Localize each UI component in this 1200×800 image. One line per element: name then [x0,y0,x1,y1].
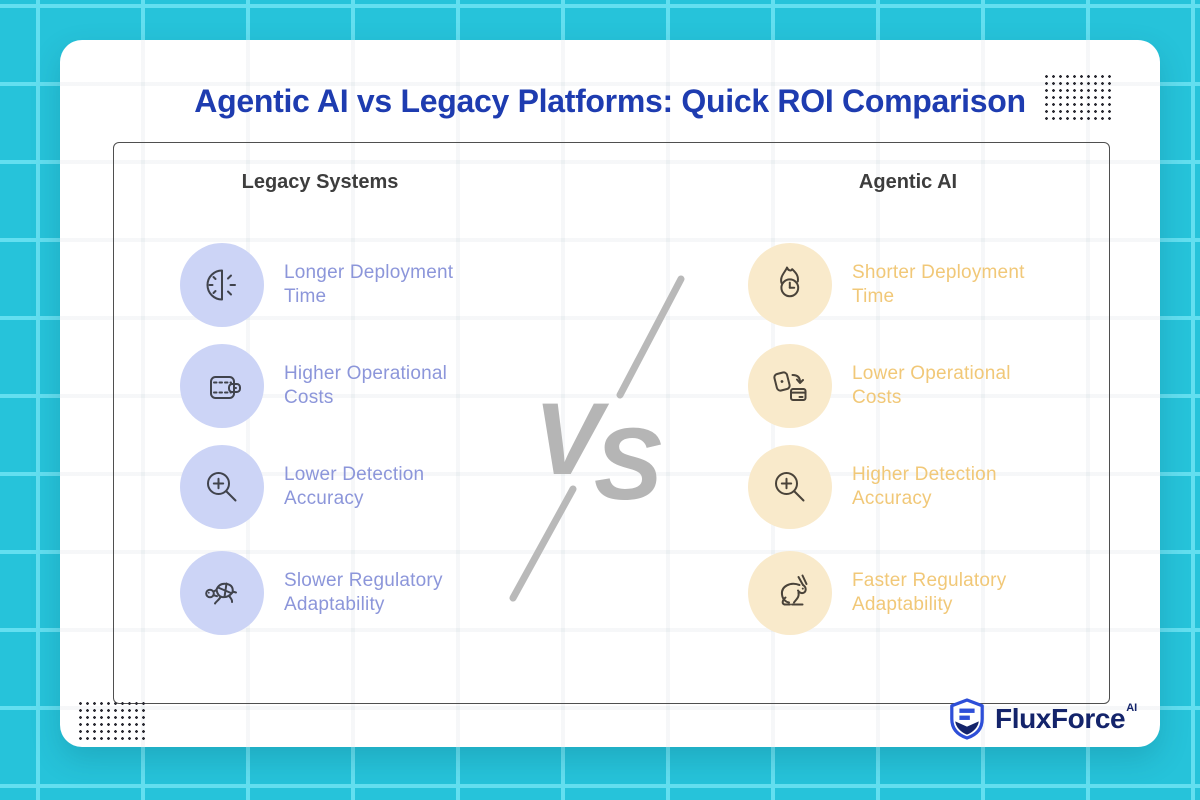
wallet-icon [180,344,264,428]
versus-letter-v: V [534,382,610,496]
agentic-row-accuracy: Higher Detection Accuracy [748,445,1068,529]
half-clock-icon [180,243,264,327]
shield-icon [950,698,984,740]
title-dots-pattern [1043,73,1111,123]
row-label: Lower Operational Costs [852,363,1011,408]
row-label: Longer Deployment Time [284,262,454,307]
row-label: Lower Detection Accuracy [284,464,425,509]
magnifier-plus-icon [748,445,832,529]
main-card: Agentic AI vs Legacy Platforms: Quick RO… [60,40,1160,747]
agentic-row-adaptability: Faster Regulatory Adaptability [748,551,1068,635]
agentic-column-header: Agentic AI [858,171,958,193]
infographic-title: Agentic AI vs Legacy Platforms: Quick RO… [194,83,1026,119]
legacy-row-adaptability: Slower Regulatory Adaptability [180,551,500,635]
fluxforce-logo: FluxForceAI [948,696,1137,742]
magnifier-plus-icon [180,445,264,529]
slash-line-bottom [509,485,577,602]
legacy-column-header: Legacy Systems [241,171,399,193]
versus-divider: V S [509,275,685,602]
agentic-column: Shorter Deployment Time [748,243,1068,652]
agentic-row-costs: Lower Operational Costs [748,344,1068,428]
rabbit-icon [748,551,832,635]
agentic-row-deployment: Shorter Deployment Time [748,243,1068,327]
versus-letter-s: S [594,407,662,521]
brand-superscript: AI [1126,702,1138,714]
money-transfer-icon [748,344,832,428]
flame-clock-icon [748,243,832,327]
row-label: Faster Regulatory Adaptability [852,570,1007,615]
legacy-row-accuracy: Lower Detection Accuracy [180,445,500,529]
row-label: Higher Operational Costs [284,363,448,408]
legacy-column: Longer Deployment Time Higher Operationa… [180,243,500,652]
row-label: Shorter Deployment Time [852,262,1025,307]
comparison-panel: Legacy Systems Agentic AI Longer Deploym… [113,142,1110,704]
row-label: Slower Regulatory Adaptability [284,570,443,615]
legacy-row-costs: Higher Operational Costs [180,344,500,428]
row-label: Higher Detection Accuracy [852,464,997,509]
legacy-row-deployment: Longer Deployment Time [180,243,500,327]
brand-name: FluxForce [995,703,1126,734]
bottom-dots-pattern [77,700,147,744]
turtle-icon [180,551,264,635]
slash-line-top [616,275,685,399]
